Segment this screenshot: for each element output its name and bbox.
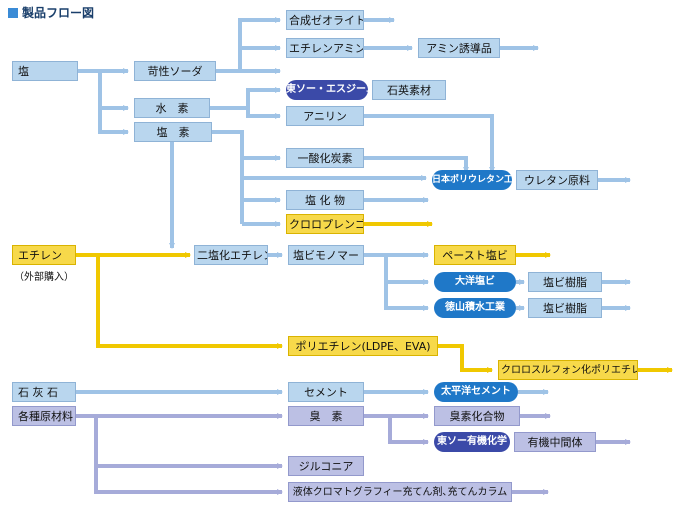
inter-polyethylene: ポリエチレン(LDPE、EVA) (288, 336, 438, 356)
product-urethane: ウレタン原料 (516, 170, 598, 190)
company-tokuyama-sekisui: 徳山積水工業 (434, 298, 516, 318)
product-organic-intermediate: 有機中間体 (514, 432, 596, 452)
inter-chlorine: 塩 素 (134, 122, 212, 142)
company-nippon-polyurethane: 日本ポリウレタン工業 (432, 170, 512, 190)
product-cspe: クロロスルフォン化ポリエチレン (498, 360, 638, 380)
blue-flow-group (76, 17, 631, 395)
inter-hydrogen: 水 素 (134, 98, 210, 118)
product-bromide: 臭素化合物 (434, 406, 520, 426)
purple-flow-group (76, 413, 631, 495)
product-ethyleneamine: エチレンアミン (286, 38, 364, 58)
title-square-icon (8, 8, 18, 18)
diagram-title: 製品フロー図 (8, 4, 94, 21)
product-paste-pvc: ペースト塩ビ (434, 245, 516, 265)
product-carbon-monoxide: 一酸化炭素 (286, 148, 364, 168)
product-zirconia: ジルコニア (288, 456, 364, 476)
product-quartz: 石英素材 (372, 80, 446, 100)
inter-caustic-soda: 苛性ソーダ (134, 61, 216, 81)
inter-vcm: 塩ビモノマー (288, 245, 364, 265)
yellow-flow-group (76, 221, 673, 373)
inter-cement: セメント (288, 382, 364, 402)
product-chloride: 塩 化 物 (286, 190, 364, 210)
company-taiyo-pvc: 大洋塩ビ (434, 272, 516, 292)
product-zeolite: 合成ゼオライト (286, 10, 364, 30)
company-tosoh-sgm: 東ソー・エスジーエム (286, 80, 368, 100)
product-pvc-resin-1: 塩ビ樹脂 (528, 272, 602, 292)
product-lc-packing: 液体クロマトグラフィー充てん剤､充てんカラム (288, 482, 512, 502)
inter-edc: 二塩化エチレン (194, 245, 268, 265)
raw-limestone: 石 灰 石 (12, 382, 76, 402)
raw-ethylene: エチレン (12, 245, 76, 265)
product-aniline: アニリン (286, 106, 364, 126)
raw-salt: 塩 (12, 61, 78, 81)
product-chloroprene: クロロプレンゴム (286, 214, 364, 234)
product-pvc-resin-2: 塩ビ樹脂 (528, 298, 602, 318)
product-amine-derivative: アミン誘導品 (418, 38, 500, 58)
raw-misc: 各種原材料 (12, 406, 76, 426)
company-taiheiyo-cement: 太平洋セメント (434, 382, 518, 402)
company-tosoh-organic: 東ソー有機化学 (434, 432, 510, 452)
ethylene-note: （外部購入） (14, 272, 74, 283)
diagram-title-text: 製品フロー図 (22, 6, 95, 20)
inter-bromine: 臭 素 (288, 406, 364, 426)
